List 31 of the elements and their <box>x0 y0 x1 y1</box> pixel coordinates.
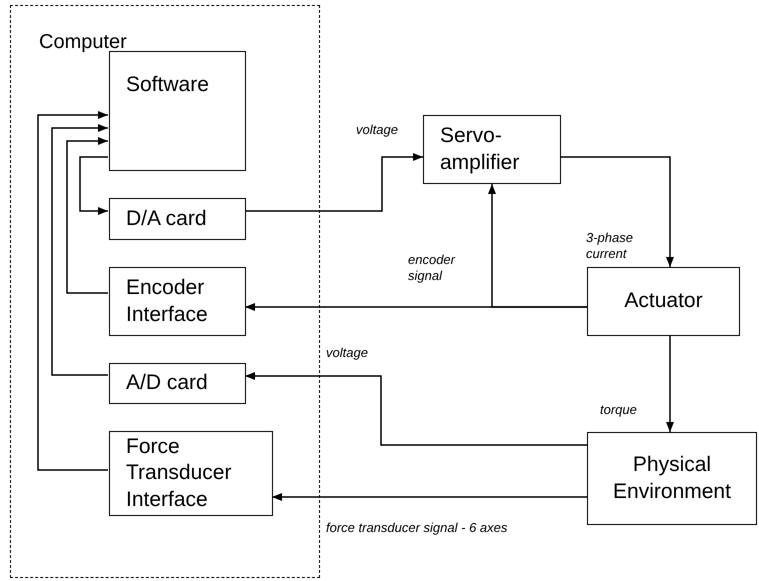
process-box <box>587 267 740 336</box>
process-box <box>109 51 246 171</box>
arrow <box>79 156 108 215</box>
edge-label: voltage <box>326 345 368 361</box>
arrow <box>245 372 587 446</box>
edge-label: force transducer signal - 6 axes <box>326 520 508 536</box>
box-label: A/D card <box>126 370 208 396</box>
arrow <box>272 493 587 501</box>
process-box <box>587 432 757 525</box>
box-label: Actuator <box>624 288 703 314</box>
process-box <box>109 363 246 404</box>
arrow <box>245 153 423 212</box>
arrow <box>488 184 587 308</box>
process-box <box>109 198 246 240</box>
arrow <box>66 137 108 294</box>
process-box <box>109 431 273 516</box>
box-label: Encoder Interface <box>126 275 209 328</box>
process-box <box>109 267 246 336</box>
group-heading: Computer <box>39 30 127 55</box>
box-label: Software <box>126 72 209 98</box>
box-label: Physical Environment <box>612 452 732 504</box>
arrow <box>666 336 674 432</box>
dashed-group-box <box>10 5 320 578</box>
arrow <box>51 124 108 376</box>
box-label: Servo-amplifier <box>440 123 520 176</box>
arrow <box>561 156 674 267</box>
arrow <box>37 111 108 471</box>
process-box <box>423 115 561 184</box>
box-label: Force Transducer Interface <box>126 434 232 513</box>
box-label: D/A card <box>126 206 207 232</box>
edge-label: voltage <box>356 122 398 138</box>
